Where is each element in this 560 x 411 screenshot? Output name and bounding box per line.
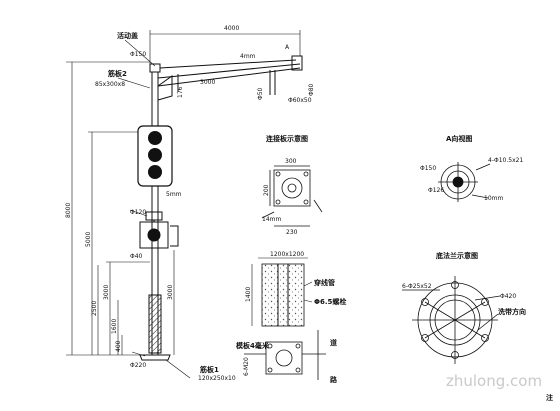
- len4000-label: 4000: [224, 25, 239, 32]
- bottom-flange: [402, 276, 501, 364]
- c14mm-label: 14mm: [262, 216, 281, 223]
- d80-label: Φ80: [308, 83, 315, 96]
- rib1-size-label: 120x250x10: [198, 375, 236, 382]
- d50-label: Φ50: [257, 87, 264, 100]
- h3000-label: 3000: [103, 285, 110, 300]
- fl-d420-label: Φ420: [500, 293, 516, 300]
- d5mm-label: 5mm: [166, 191, 182, 198]
- signal-pole: [139, 55, 303, 361]
- len4mm-label: 4mm: [240, 53, 256, 60]
- rib2-size-label: 85x300x8: [95, 81, 125, 88]
- bolts-m20-label: 6-M20: [243, 357, 250, 376]
- c300-label: 300: [285, 158, 297, 165]
- d40-label: Φ40: [130, 253, 143, 260]
- plate4-label: 模板4毫米: [236, 341, 270, 350]
- va-bolts-label: 4-Φ10.5x21: [488, 157, 523, 164]
- found-size-label: 1200x1200: [270, 251, 304, 258]
- h400-label: 400: [115, 340, 122, 352]
- dimension-lines: [66, 30, 301, 379]
- bolt-label: Φ6.5螺栓: [314, 297, 346, 306]
- view-a-title: A向视图: [446, 134, 472, 143]
- flange-title: 底法兰示意图: [436, 251, 478, 260]
- c200-label: 200: [263, 184, 270, 196]
- va-10mm-label: 10mm: [484, 195, 503, 202]
- road-label: 道: [330, 338, 337, 347]
- a-mark-label: A: [285, 44, 290, 51]
- fl-bolts-label: 6-Φ25x52: [402, 283, 432, 290]
- d120-label: Φ120: [130, 209, 146, 216]
- h5000-label: 5000: [85, 232, 92, 247]
- road2-label: 路: [330, 375, 338, 384]
- va-d150-label: Φ150: [420, 165, 436, 172]
- d220-label: Φ220: [130, 362, 146, 369]
- conduit-label: 穿线管: [314, 278, 335, 287]
- base-plate-plan: [244, 330, 326, 380]
- h1600-label: 1600: [111, 319, 118, 334]
- va-d126-label: Φ126: [428, 187, 444, 194]
- signal-head: [137, 125, 173, 187]
- h176-label: 176: [177, 86, 184, 98]
- rib1-label: 筋板1: [199, 365, 219, 374]
- foundation: [251, 257, 313, 327]
- rib2-label: 筋板2: [107, 69, 127, 78]
- h2500-label: 2500: [91, 301, 98, 316]
- h8000-label: 8000: [65, 203, 72, 218]
- connection-plate: [261, 165, 323, 227]
- note-label: 注: [546, 393, 553, 402]
- h1600-right-label: 3000: [167, 285, 174, 300]
- view-a: [438, 162, 491, 202]
- conn-plate-title: 连接板示意图: [266, 134, 308, 143]
- f1400-label: 1400: [245, 287, 252, 302]
- live-part-label: 活动盖: [117, 31, 138, 40]
- len3000-label: 3000: [200, 79, 215, 86]
- d60x50-label: Φ60x50: [288, 97, 312, 104]
- c230-label: 230: [286, 229, 298, 236]
- d150-label: Φ150: [130, 51, 146, 58]
- lower-signal: [139, 211, 179, 249]
- fl-dir-label: 洗带方向: [498, 307, 526, 316]
- watermark: zhulong.com: [446, 372, 542, 390]
